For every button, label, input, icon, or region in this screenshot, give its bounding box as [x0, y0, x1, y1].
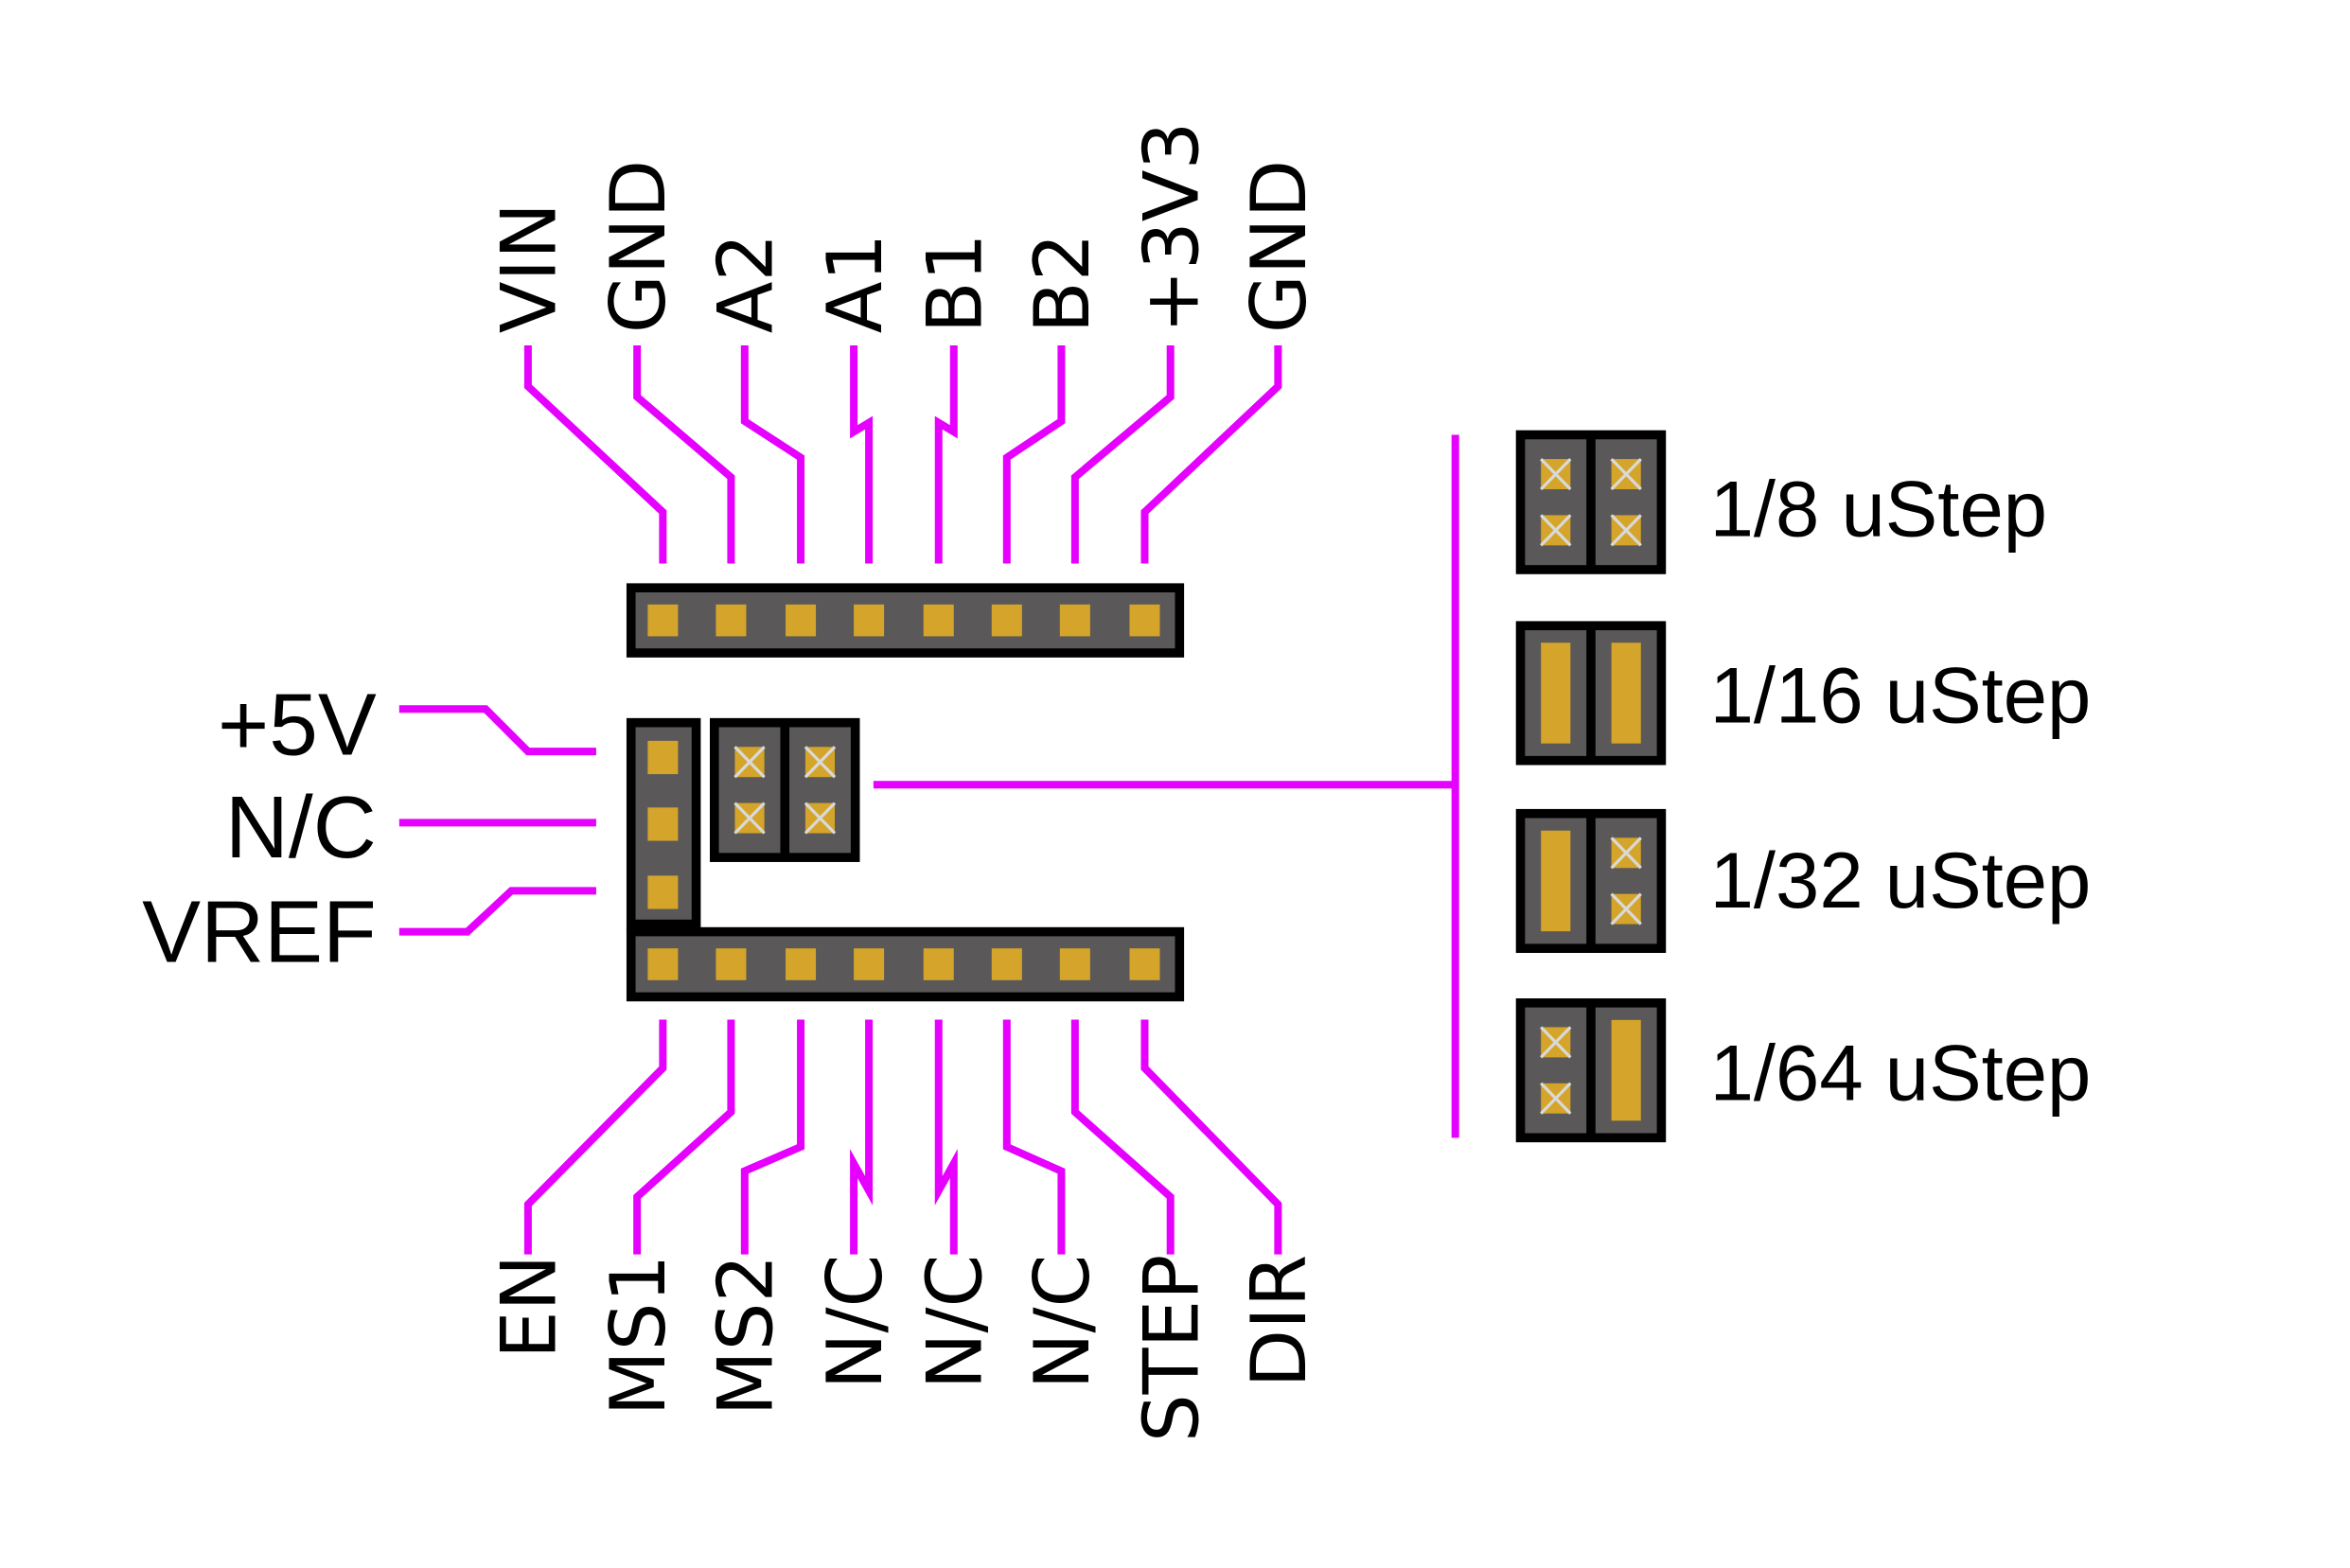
bottom-trace	[934, 1019, 958, 1255]
pad	[786, 604, 817, 637]
top-trace	[1002, 345, 1066, 564]
top-trace	[523, 345, 667, 564]
top-pin-label: B2	[1018, 233, 1106, 333]
open-cross-icon	[1610, 892, 1642, 925]
microstep-jumper-icon-body	[1595, 439, 1657, 566]
microstep-jumper-icon-body	[1595, 818, 1657, 944]
microstep-label: 1/32 uStep	[1710, 837, 2092, 925]
bottom-trace	[740, 1019, 805, 1255]
microstep-jumper-icon-body	[1525, 439, 1587, 566]
open-cross-icon	[1610, 457, 1642, 491]
open-cross-icon	[804, 746, 837, 779]
bottom-pin-label: N/C	[911, 1255, 999, 1390]
headers	[626, 583, 1185, 1002]
pad	[991, 948, 1022, 980]
top-trace	[740, 345, 805, 564]
open-cross-icon	[733, 802, 766, 835]
pad	[1129, 604, 1160, 637]
open-cross-icon	[1610, 514, 1642, 547]
pad	[716, 604, 747, 637]
side-trace	[398, 887, 596, 936]
bottom-pin-label: N/C	[811, 1255, 899, 1390]
pad	[647, 807, 679, 841]
pad	[1059, 604, 1090, 637]
side-pin-label: N/C	[225, 778, 377, 876]
bottom-trace	[1002, 1019, 1066, 1255]
pad	[647, 875, 679, 909]
top-pin-label: GND	[1235, 160, 1323, 334]
bottom-pin-label: MS1	[594, 1255, 682, 1417]
bottom-pin-label: DIR	[1235, 1255, 1323, 1388]
bottom-pin-label: N/C	[1018, 1255, 1106, 1390]
microstep-jumper-icon-body	[1525, 1007, 1587, 1134]
open-cross-icon	[733, 746, 766, 779]
jumper-block-body	[789, 727, 851, 854]
bottom-trace	[1070, 1019, 1175, 1255]
top-pin-label: GND	[594, 160, 682, 334]
top-pin-label: A1	[811, 234, 899, 334]
open-cross-icon	[1540, 514, 1572, 547]
pad	[923, 604, 954, 637]
jumper-block-body	[718, 727, 781, 854]
open-cross-icon	[1610, 837, 1642, 870]
pad	[647, 740, 679, 775]
bottom-trace	[850, 1019, 874, 1255]
pad	[1059, 948, 1090, 980]
microstep-label: 1/8 uStep	[1710, 466, 2047, 554]
side-trace	[398, 705, 596, 756]
pad	[647, 948, 679, 980]
top-trace	[850, 345, 874, 564]
top-pin-label: VIN	[486, 203, 574, 333]
side-pin-label: +5V	[218, 675, 377, 773]
top-trace	[934, 345, 958, 564]
open-cross-icon	[804, 802, 837, 835]
pad	[1129, 948, 1160, 980]
pad	[854, 604, 885, 637]
pad	[991, 604, 1022, 637]
traces	[398, 345, 1459, 1255]
pad	[854, 948, 885, 980]
top-trace	[633, 345, 735, 564]
pad	[786, 948, 817, 980]
pad	[923, 948, 954, 980]
pad	[647, 604, 679, 637]
open-cross-icon	[1540, 1026, 1572, 1059]
bridged-pad	[1541, 643, 1571, 744]
bridged-pad	[1541, 830, 1571, 932]
bottom-pin-label: STEP	[1128, 1255, 1216, 1443]
open-cross-icon	[1540, 1082, 1572, 1115]
bottom-trace	[1140, 1019, 1282, 1255]
top-trace	[1140, 345, 1282, 564]
top-pin-label: A2	[702, 234, 790, 334]
side-pin-label: VREF	[142, 883, 377, 981]
microstep-legend	[1515, 430, 1667, 1143]
top-pin-label: B1	[911, 233, 999, 333]
top-trace	[1070, 345, 1175, 564]
bottom-trace	[633, 1019, 735, 1255]
bottom-trace	[523, 1019, 667, 1255]
bridged-pad	[1611, 643, 1641, 744]
bridged-pad	[1611, 1019, 1641, 1121]
bottom-pin-label: EN	[486, 1255, 574, 1359]
microstep-label: 1/64 uStep	[1710, 1029, 2092, 1117]
open-cross-icon	[1540, 457, 1572, 491]
pad	[716, 948, 747, 980]
microstep-label: 1/16 uStep	[1710, 652, 2092, 740]
pin-labels: VIN GND A2 A1 B1 B2 +3V3 GND EN MS1 MS2 …	[142, 122, 2091, 1443]
bottom-pin-label: MS2	[702, 1255, 790, 1417]
top-pin-label: +3V3	[1128, 122, 1216, 334]
